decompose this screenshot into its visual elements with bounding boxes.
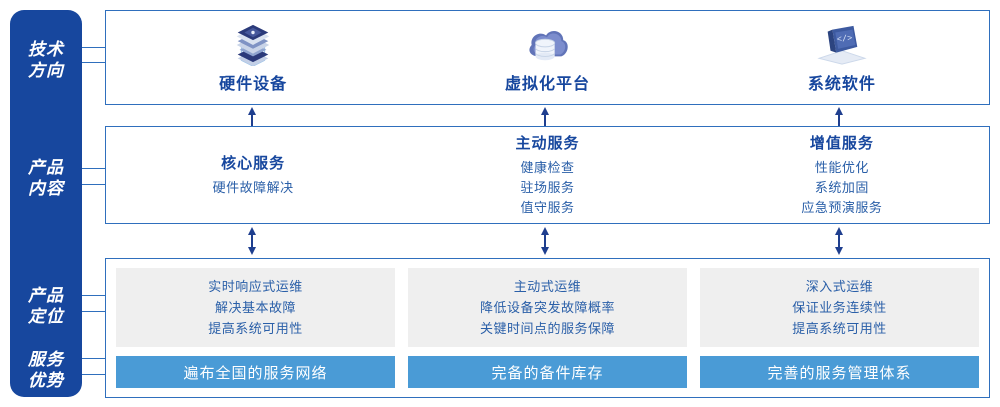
connector-line bbox=[82, 168, 108, 169]
connector-line bbox=[82, 295, 108, 296]
tech-item-label: 硬件设备 bbox=[219, 75, 288, 93]
content-column-line: 应急预演服务 bbox=[801, 200, 883, 216]
double-arrow-icon bbox=[538, 227, 552, 260]
position-line: 解决基本故障 bbox=[214, 299, 296, 315]
content-column-line: 性能优化 bbox=[814, 159, 869, 175]
connector-line bbox=[82, 358, 108, 359]
tech-direction-section: 硬件设备 bbox=[105, 10, 990, 105]
double-arrow-icon bbox=[832, 227, 846, 260]
content-column-line: 值守服务 bbox=[520, 200, 575, 216]
position-line: 关键时间点的服务保障 bbox=[479, 321, 615, 337]
advantage-bar[interactable]: 完善的服务管理体系 bbox=[700, 356, 979, 388]
content-column-line: 硬件故障解决 bbox=[212, 179, 294, 195]
connector-line bbox=[82, 184, 108, 185]
content-column-line: 驻场服务 bbox=[520, 179, 575, 195]
bottom-column: 实时响应式运维 解决基本故障 提高系统可用性 遍布全国的服务网络 bbox=[116, 268, 395, 388]
position-line: 提高系统可用性 bbox=[792, 321, 887, 337]
content-column-title: 核心服务 bbox=[221, 154, 286, 172]
connector-line bbox=[82, 47, 108, 48]
cloud-database-icon bbox=[519, 22, 575, 66]
sidebar-item-tech-direction[interactable]: 技术 方向 bbox=[28, 40, 64, 80]
content-column-line: 健康检查 bbox=[520, 159, 575, 175]
content-column-value-added[interactable]: 增值服务 性能优化 系统加固 应急预演服务 bbox=[695, 127, 989, 223]
laptop-code-icon: </> bbox=[814, 22, 870, 66]
sidebar-item-product-position[interactable]: 产品 定位 bbox=[28, 286, 64, 326]
sidebar-panel: 技术 方向 产品 内容 产品 定位 服务 优势 bbox=[10, 10, 82, 397]
tech-item-label: 虚拟化平台 bbox=[504, 75, 590, 93]
up-arrow-icon bbox=[245, 106, 259, 131]
product-content-section: 核心服务 硬件故障解决 主动服务 健康检查 驻场服务 值守服务 增值服务 性能优… bbox=[105, 126, 990, 224]
sidebar-item-service-edge[interactable]: 服务 优势 bbox=[28, 350, 64, 390]
position-line: 保证业务连续性 bbox=[792, 299, 887, 315]
connector-line bbox=[82, 311, 108, 312]
position-card[interactable]: 实时响应式运维 解决基本故障 提高系统可用性 bbox=[116, 268, 395, 347]
content-column-title: 主动服务 bbox=[515, 134, 580, 152]
connector-line bbox=[82, 374, 108, 375]
position-card[interactable]: 深入式运维 保证业务连续性 提高系统可用性 bbox=[700, 268, 979, 347]
product-position-section: 实时响应式运维 解决基本故障 提高系统可用性 遍布全国的服务网络 主动式运维 降… bbox=[105, 258, 990, 398]
double-arrow-icon bbox=[245, 227, 259, 260]
sidebar-item-product-content[interactable]: 产品 内容 bbox=[28, 158, 64, 198]
connector-line bbox=[82, 62, 108, 63]
bottom-column: 深入式运维 保证业务连续性 提高系统可用性 完善的服务管理体系 bbox=[700, 268, 979, 388]
tech-item-hardware[interactable]: 硬件设备 bbox=[106, 11, 400, 104]
up-arrow-icon bbox=[832, 106, 846, 131]
position-line: 实时响应式运维 bbox=[208, 278, 303, 294]
content-column-core[interactable]: 核心服务 硬件故障解决 bbox=[106, 127, 400, 223]
position-line: 主动式运维 bbox=[513, 278, 582, 294]
tech-item-label: 系统软件 bbox=[807, 75, 876, 93]
svg-text:</>: </> bbox=[836, 33, 852, 45]
up-arrow-icon bbox=[538, 106, 552, 131]
position-line: 提高系统可用性 bbox=[208, 321, 303, 337]
position-line: 深入式运维 bbox=[805, 278, 874, 294]
tech-item-system-software[interactable]: </> 系统软件 bbox=[695, 11, 989, 104]
position-line: 降低设备突发故障概率 bbox=[479, 299, 615, 315]
content-column-line: 系统加固 bbox=[814, 179, 869, 195]
position-card[interactable]: 主动式运维 降低设备突发故障概率 关键时间点的服务保障 bbox=[408, 268, 687, 347]
advantage-bar[interactable]: 遍布全国的服务网络 bbox=[116, 356, 395, 388]
content-column-title: 增值服务 bbox=[809, 134, 874, 152]
advantage-bar[interactable]: 完备的备件库存 bbox=[408, 356, 687, 388]
bottom-column: 主动式运维 降低设备突发故障概率 关键时间点的服务保障 完备的备件库存 bbox=[408, 268, 687, 388]
server-stack-icon bbox=[225, 22, 281, 66]
content-column-proactive[interactable]: 主动服务 健康检查 驻场服务 值守服务 bbox=[400, 127, 694, 223]
tech-item-virtualization[interactable]: 虚拟化平台 bbox=[400, 11, 694, 104]
